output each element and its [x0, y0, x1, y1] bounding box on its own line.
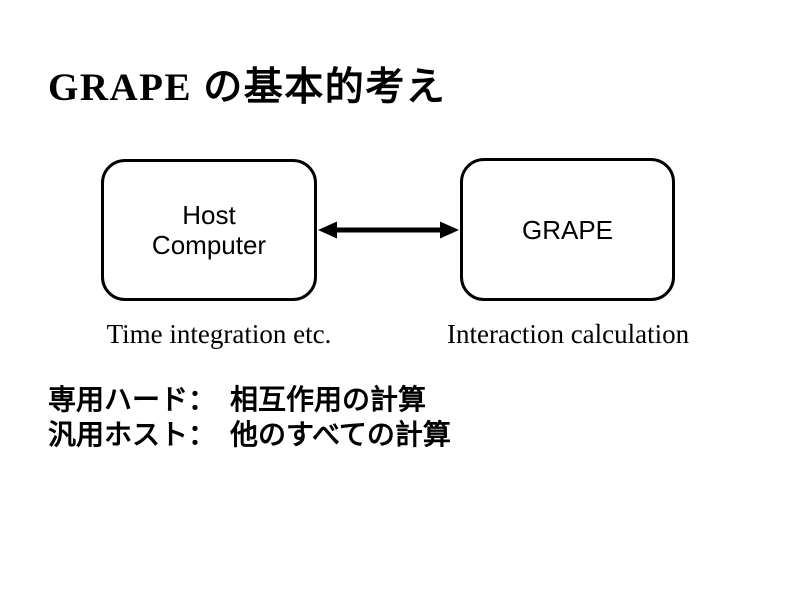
host-computer-label-line1: Host — [182, 200, 236, 230]
double-arrow-left-head — [318, 221, 337, 239]
host-computer-label-line2: Computer — [151, 230, 267, 260]
grape-label: GRAPE — [521, 214, 614, 245]
host-computer-box: Host Computer — [101, 159, 317, 301]
double-arrow-icon — [318, 221, 459, 239]
grape-caption: Interaction calculation — [447, 319, 690, 349]
grape-box: GRAPE — [460, 158, 675, 301]
host-computer-label: Host Computer — [152, 200, 266, 260]
slide-title: GRAPE の基本的考え — [48, 66, 447, 109]
note-dedicated-hardware: 専用ハード： 相互作用の計算 — [48, 384, 427, 415]
double-arrow-right-head — [440, 221, 459, 239]
host-caption: Time integration etc. — [106, 319, 332, 349]
note-general-purpose-host: 汎用ホスト： 他のすべての計算 — [48, 419, 451, 450]
notes: 専用ハード： 相互作用の計算 汎用ホスト： 他のすべての計算 — [48, 382, 451, 452]
